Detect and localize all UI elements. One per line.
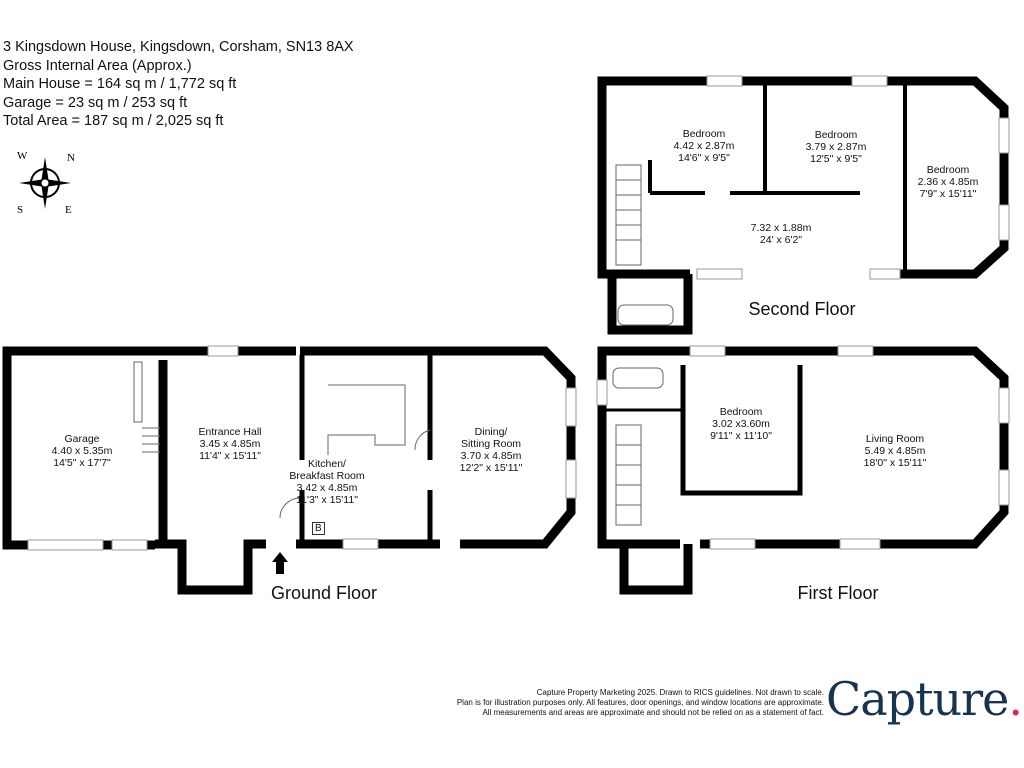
- first-floor-walls: [597, 346, 1009, 595]
- svg-text:N: N: [67, 152, 75, 164]
- main-house-area: Main House = 164 sq m / 1,772 sq ft: [3, 76, 237, 92]
- garage-area: Garage = 23 sq m / 253 sq ft: [3, 94, 188, 111]
- capture-logo: Capture.: [826, 672, 1023, 726]
- svg-text:E: E: [65, 204, 72, 216]
- boiler-label: B: [312, 522, 325, 535]
- svg-text:S: S: [17, 204, 23, 216]
- entrance-arrow-icon: [272, 552, 288, 574]
- total-area: Total Area = 187 sq m / 2,025 sq ft: [3, 113, 224, 129]
- windows: [27, 75, 1010, 551]
- disclaimer: Capture Property Marketing 2025. Drawn t…: [456, 688, 824, 717]
- ground-floor-walls: [2, 346, 576, 595]
- compass-rose-icon: W N S E: [17, 150, 75, 216]
- second-floor-title: Second Floor: [748, 299, 856, 319]
- ground-floor-title: Ground Floor: [270, 583, 378, 603]
- gia-title: Gross Internal Area (Approx.): [3, 57, 192, 74]
- second-floor-walls: [597, 76, 1009, 335]
- svg-text:W: W: [17, 150, 28, 162]
- first-floor-title: First Floor: [797, 583, 879, 603]
- area-summary: 3 Kingsdown House, Kingsdown, Corsham, S…: [3, 38, 354, 131]
- stairs: [133, 164, 674, 526]
- address: 3 Kingsdown House, Kingsdown, Corsham, S…: [3, 39, 354, 55]
